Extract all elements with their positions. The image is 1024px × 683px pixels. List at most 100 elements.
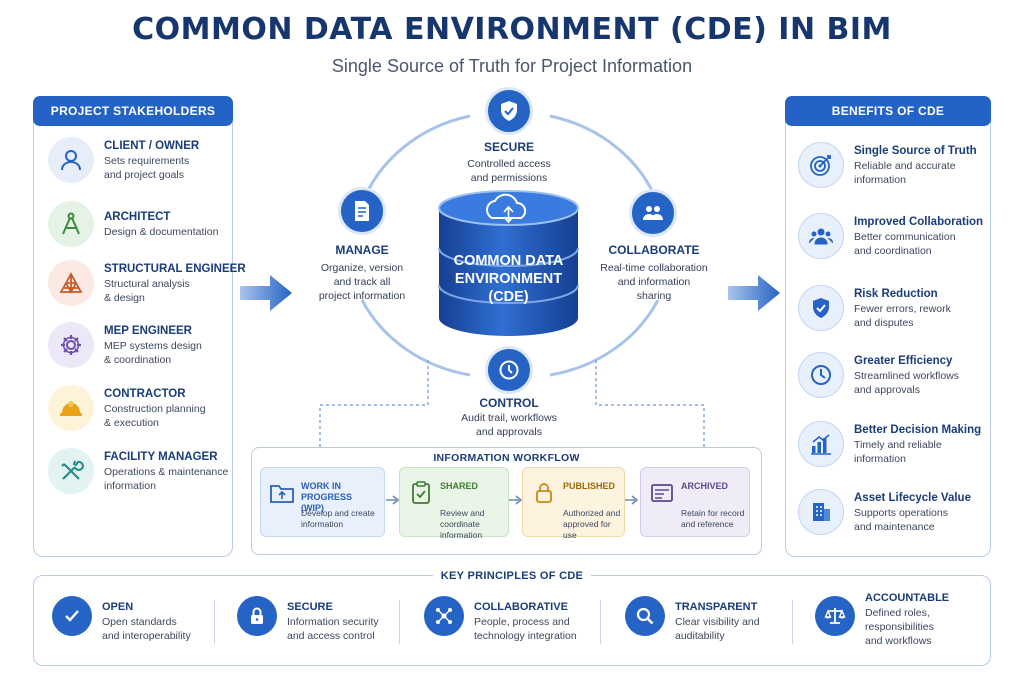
- stakeholder-client-owner: CLIENT / OWNER Sets requirements and pro…: [48, 137, 199, 183]
- secure-desc: Controlled access and permissions: [467, 158, 551, 184]
- secure-title: SECURE: [483, 140, 534, 154]
- stakeholder-contractor: CONTRACTOR Construction planning & execu…: [48, 385, 206, 431]
- stakeholder-title: FACILITY MANAGER: [104, 450, 218, 463]
- workflow-step-shared: SHARED Review and coordinate information: [399, 467, 509, 540]
- benefit-item: Greater Efficiency Streamlined workflows…: [798, 352, 959, 398]
- stakeholder-desc: Construction planning & execution: [104, 402, 206, 429]
- arrow-right-icon: [509, 495, 523, 505]
- stakeholder-architect: ARCHITECT Design & documentation: [48, 201, 218, 247]
- team-icon: [798, 213, 844, 259]
- stakeholder-title: CLIENT / OWNER: [104, 139, 200, 152]
- stakeholder-facility-manager: FACILITY MANAGER Operations & maintenanc…: [48, 448, 228, 494]
- principle-title: ACCOUNTABLE: [865, 592, 950, 604]
- clock-icon: [798, 352, 844, 398]
- scales-icon: [815, 596, 855, 636]
- database-icon: [438, 190, 579, 336]
- workflow-step-title: PUBLISHED: [563, 481, 616, 491]
- structure-icon: [48, 260, 94, 306]
- benefit-title: Risk Reduction: [854, 287, 938, 300]
- clipboard-icon: [412, 481, 430, 504]
- benefits-heading: BENEFITS OF CDE: [785, 96, 991, 126]
- tools-icon: [48, 448, 94, 494]
- arrow-right-icon: [625, 495, 639, 505]
- stakeholder-title: STRUCTURAL ENGINEER: [104, 262, 246, 275]
- benefit-item: Better Decision Making Timely and reliab…: [798, 421, 981, 467]
- benefit-desc: Supports operations and maintenance: [854, 506, 948, 533]
- principle-title: SECURE: [287, 601, 333, 613]
- arrow-right-icon: [386, 495, 400, 505]
- lock-icon: [237, 596, 277, 636]
- collaborate-title: COLLABORATE: [608, 243, 700, 257]
- principle-desc: Clear visibility and auditability: [675, 616, 760, 642]
- principle-transparent: TRANSPARENT Clear visibility and auditab…: [625, 596, 760, 643]
- stakeholder-desc: Structural analysis & design: [104, 277, 190, 304]
- workflow-step-published: PUBLISHED Authorized and approved for us…: [522, 467, 625, 540]
- principle-desc: Defined roles, responsibilities and work…: [865, 607, 934, 647]
- benefit-title: Better Decision Making: [854, 423, 982, 436]
- target-icon: [798, 142, 844, 188]
- clock-icon: [485, 346, 533, 394]
- workflow-step-desc: Retain for record and reference: [681, 508, 745, 529]
- control-title: CONTROL: [479, 396, 539, 410]
- control-desc: Audit trail, workflows and approvals: [461, 412, 557, 438]
- workflow-step-title: SHARED: [440, 481, 479, 491]
- stakeholder-desc: Sets requirements and project goals: [104, 154, 190, 181]
- hardhat-icon: [48, 385, 94, 431]
- stakeholder-structural-engineer: STRUCTURAL ENGINEER Structural analysis …: [48, 260, 246, 306]
- manage-title: MANAGE: [335, 243, 389, 257]
- shield-icon: [485, 87, 533, 135]
- workflow-step-desc: Authorized and approved for use: [563, 508, 621, 540]
- principle-open: OPEN Open standards and interoperability: [52, 596, 191, 643]
- principle-desc: Open standards and interoperability: [102, 616, 191, 642]
- bar-chart-icon: [798, 421, 844, 467]
- arrow-right-icon: [728, 275, 780, 311]
- workflow-connector: [319, 360, 705, 448]
- compass-icon: [48, 201, 94, 247]
- principle-collaborative: COLLABORATIVE People, process and techno…: [424, 596, 577, 643]
- collaborate-desc: Real-time collaboration and information …: [600, 262, 708, 302]
- benefit-desc: Timely and reliable information: [854, 438, 942, 465]
- document-icon: [338, 187, 386, 235]
- workflow-step-title: ARCHIVED: [681, 481, 729, 491]
- principle-secure: SECURE Information security and access c…: [237, 596, 379, 643]
- benefit-desc: Fewer errors, rework and disputes: [854, 302, 951, 329]
- benefit-item: Improved Collaboration Better communicat…: [798, 213, 983, 259]
- page-title: COMMON DATA ENVIRONMENT (CDE) IN BIM: [132, 12, 892, 47]
- principle-desc: People, process and technology integrati…: [474, 616, 577, 642]
- people-icon: [629, 189, 677, 237]
- manage-desc: Organize, version and track all project …: [318, 262, 406, 302]
- network-icon: [424, 596, 464, 636]
- workflow-step-desc: Develop and create information: [301, 508, 375, 529]
- benefit-title: Asset Lifecycle Value: [854, 491, 971, 504]
- divider: [214, 600, 215, 644]
- benefit-desc: Better communication and coordination: [854, 230, 956, 257]
- database-label: COMMON DATA ENVIRONMENT (CDE): [453, 253, 564, 305]
- building-icon: [798, 489, 844, 535]
- benefit-title: Improved Collaboration: [854, 215, 984, 228]
- stakeholder-desc: Design & documentation: [104, 225, 219, 238]
- stakeholder-mep-engineer: MEP ENGINEER MEP systems design & coordi…: [48, 322, 202, 368]
- stakeholder-title: ARCHITECT: [104, 210, 171, 223]
- benefit-item: Single Source of Truth Reliable and accu…: [798, 142, 977, 188]
- person-icon: [48, 137, 94, 183]
- divider: [792, 600, 793, 644]
- principle-title: TRANSPARENT: [675, 601, 758, 613]
- principle-desc: Information security and access control: [287, 616, 379, 642]
- benefit-item: Asset Lifecycle Value Supports operation…: [798, 489, 971, 535]
- stakeholder-desc: Operations & maintenance information: [104, 465, 229, 492]
- principle-accountable: ACCOUNTABLE Defined roles, responsibilit…: [815, 590, 949, 648]
- benefit-desc: Streamlined workflows and approvals: [854, 369, 960, 396]
- stakeholder-desc: MEP systems design & coordination: [104, 339, 202, 366]
- benefit-desc: Reliable and accurate information: [854, 159, 956, 186]
- principle-title: COLLABORATIVE: [474, 601, 568, 613]
- divider: [399, 600, 400, 644]
- principles-heading: KEY PRINCIPLES OF CDE: [0, 570, 1024, 582]
- benefit-item: Risk Reduction Fewer errors, rework and …: [798, 285, 951, 331]
- benefit-title: Greater Efficiency: [854, 354, 953, 367]
- shield-check-icon: [798, 285, 844, 331]
- workflow-step-archived: ARCHIVED Retain for record and reference: [640, 467, 750, 537]
- principle-title: OPEN: [102, 601, 134, 613]
- workflow-panel: [251, 447, 762, 555]
- workflow-step-desc: Review and coordinate information: [440, 508, 485, 540]
- check-icon: [52, 596, 92, 636]
